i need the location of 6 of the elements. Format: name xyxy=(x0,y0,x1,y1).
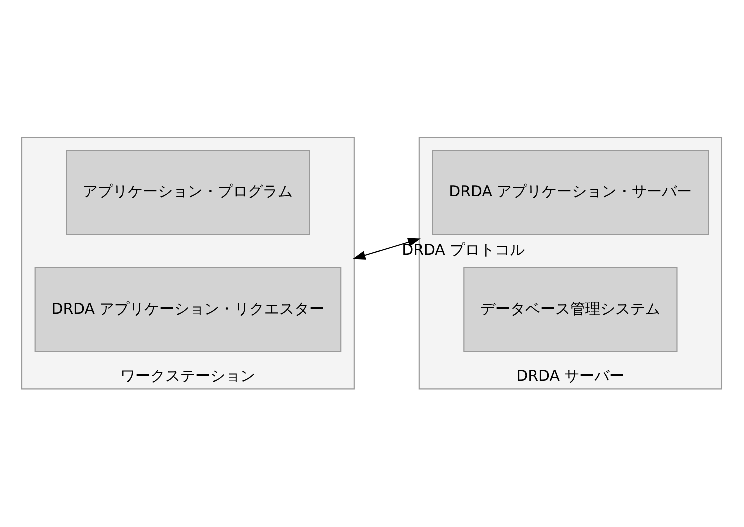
node-box: データベース管理システム xyxy=(464,267,678,352)
node-box: アプリケーション・プログラム xyxy=(66,150,310,236)
node-box: DRDA アプリケーション・リクエスター xyxy=(34,267,342,352)
edge-label: DRDA プロトコル xyxy=(402,241,526,260)
node-box: DRDA アプリケーション・サーバー xyxy=(432,150,710,236)
arrow xyxy=(352,238,421,260)
